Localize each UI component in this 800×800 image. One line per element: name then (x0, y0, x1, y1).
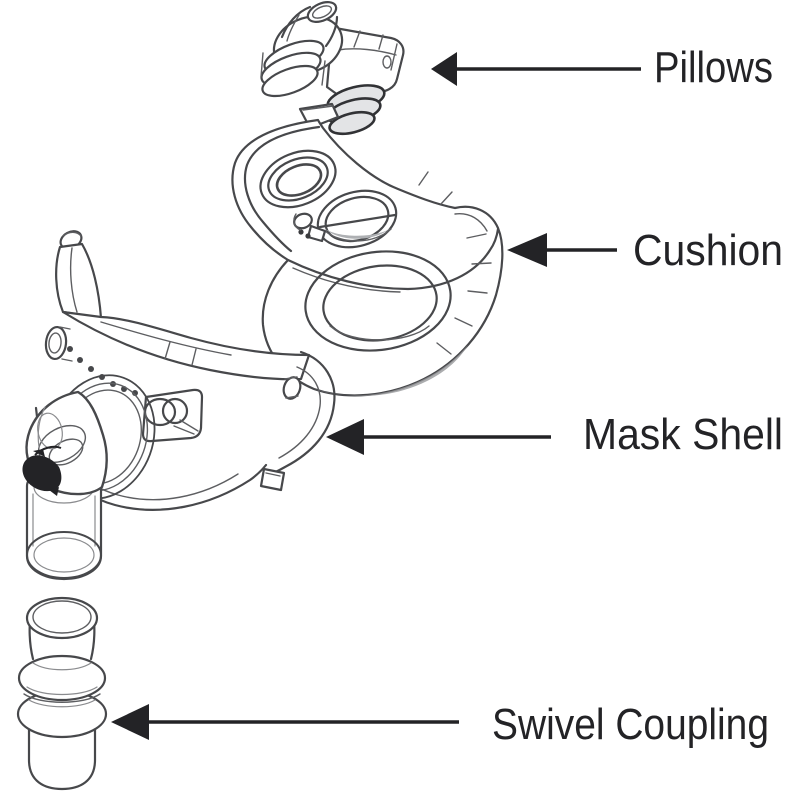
vent-hole (67, 346, 73, 352)
vent-hole (132, 390, 138, 396)
shell-bottom-tab (259, 467, 286, 492)
shell-left-port (44, 325, 68, 361)
vent-hole (77, 357, 83, 363)
mask-shell-label: Mask Shell (583, 410, 783, 459)
cushion-callout: Cushion (507, 226, 783, 275)
mask-shell-arrowhead (326, 419, 364, 455)
swivel-coupling-label: Swivel Coupling (492, 700, 769, 749)
shell-prong (55, 242, 103, 320)
mask-shell-callout: Mask Shell (326, 410, 783, 459)
shell-center-port (141, 388, 204, 443)
elbow-swivel-clip (22, 455, 62, 492)
mask-shell-illustration (22, 230, 336, 581)
swivel-coupling-callout: Swivel Coupling (111, 700, 769, 749)
pillows-stub-ring (328, 110, 376, 136)
pillows-callout: Pillows (431, 43, 773, 92)
swivel-coupling-arrowhead (111, 704, 149, 740)
cushion-arrowhead (507, 233, 547, 267)
cushion-left-port (259, 149, 337, 209)
swivel-coupling-illustration (16, 596, 108, 791)
vent-hole (88, 366, 94, 372)
pillows-illustration (260, 1, 405, 136)
pillows-arrowhead (431, 52, 457, 86)
cushion-mouth-opening (304, 250, 452, 352)
pillows-label: Pillows (654, 43, 773, 92)
cushion-label: Cushion (633, 226, 783, 275)
pillow-tip (306, 1, 338, 23)
cushion-illustration (231, 102, 504, 397)
swivel-ring-upper (17, 654, 107, 702)
swivel-top-rim (25, 596, 99, 640)
